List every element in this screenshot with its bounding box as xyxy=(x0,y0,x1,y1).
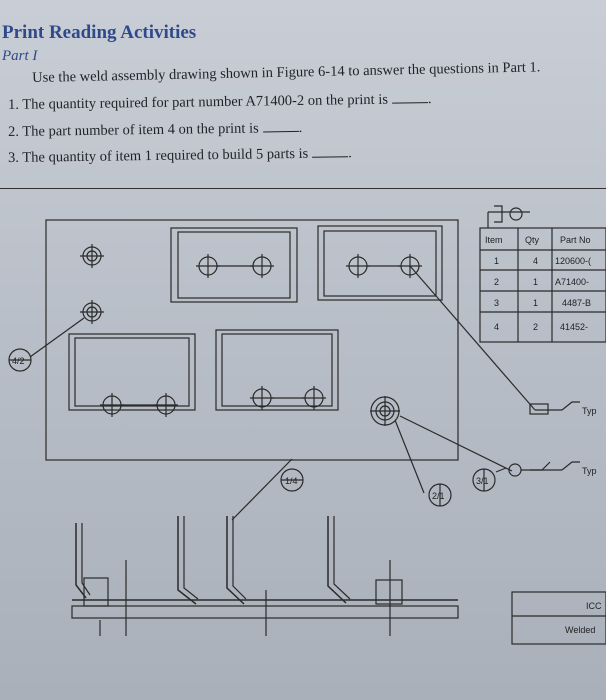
figure-border xyxy=(0,188,606,189)
weld-note-typ-1: Typ xyxy=(582,406,597,416)
weld-note-typ-2: Typ xyxy=(582,466,597,476)
table-cell: 2 xyxy=(533,322,538,332)
table-cell: 1 xyxy=(533,298,538,308)
balloon-top-label: 1/4 xyxy=(285,476,298,486)
title-block-line-2: Welded xyxy=(565,625,595,635)
page-title: Print Reading Activities xyxy=(2,22,197,43)
table-cell: 4487-B xyxy=(562,298,591,308)
hole-top-left-1 xyxy=(80,244,104,268)
block-bottom-right xyxy=(215,329,339,411)
part-label: Part I xyxy=(2,48,38,64)
block-top-right xyxy=(317,225,443,301)
hole-top-left-2 xyxy=(80,300,104,324)
table-cell: 4 xyxy=(533,256,538,266)
table-cell: 120600-( xyxy=(555,256,591,266)
title-block xyxy=(511,591,606,645)
block-top-middle xyxy=(170,227,298,303)
title-block-line-1: ICC xyxy=(586,601,602,611)
parts-list-table xyxy=(479,227,606,343)
balloon-left-label: 4/2 xyxy=(12,356,25,366)
section-base xyxy=(71,605,459,619)
table-cell: 1 xyxy=(533,277,538,287)
table-header-qty: Qty xyxy=(525,235,540,245)
table-cell: 1 xyxy=(494,256,499,266)
block-bottom-left xyxy=(68,333,196,411)
table-cell: 41452- xyxy=(560,322,588,332)
balloon-mid-label: 2/1 xyxy=(432,491,445,501)
table-cell: A71400- xyxy=(555,277,589,287)
table-cell: 3 xyxy=(494,298,499,308)
table-cell: 2 xyxy=(494,277,499,287)
table-header-partno: Part No xyxy=(560,235,591,245)
base-plate-outline xyxy=(45,219,459,461)
boss-circle xyxy=(370,396,400,426)
table-header-item: Item xyxy=(485,235,503,245)
table-cell: 4 xyxy=(494,322,499,332)
balloon-weld-label: 3/1 xyxy=(476,476,489,486)
